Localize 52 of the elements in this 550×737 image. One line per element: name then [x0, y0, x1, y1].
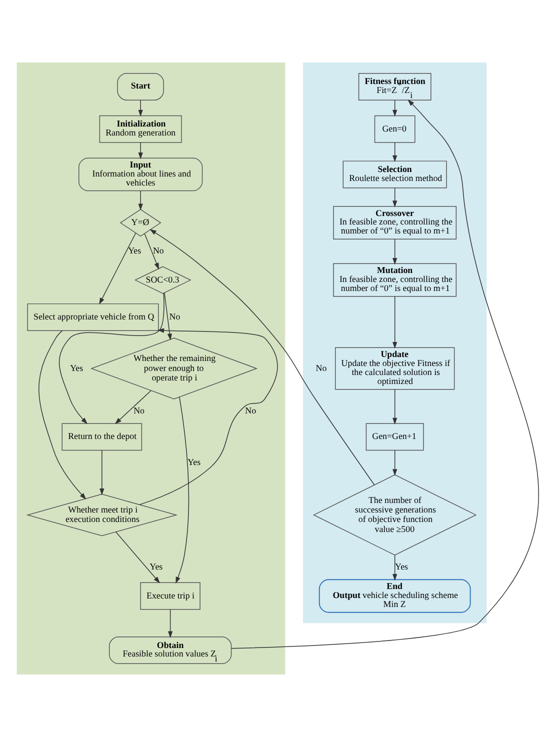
node-box: Mutation In feasible zone, controlling the number of “0” is equal to m+1 [333, 263, 457, 297]
arrow [138, 142, 143, 160]
arrow [392, 296, 398, 349]
arrow [392, 142, 398, 162]
edge-label: Yes [395, 562, 408, 572]
node-box: Initialization Random generation [99, 115, 182, 143]
arrow [138, 190, 143, 210]
node-box: Gen=Gen+1 [366, 423, 424, 451]
arrow [138, 100, 143, 117]
arrow [392, 388, 398, 425]
node-box: Update Update the objective Fitness if the calculated solution is optimized [334, 347, 455, 390]
arrow [168, 609, 173, 638]
arrow [116, 532, 160, 584]
node-box: Execute trip i [140, 582, 200, 610]
edge-label: No [245, 406, 256, 416]
arrow [392, 188, 398, 208]
node-box: Input Information about lines and vehicles [78, 158, 203, 192]
edge-label: No [169, 312, 180, 322]
edge-label: Yes [188, 456, 201, 467]
edge-label: No [316, 362, 327, 373]
arrow [144, 233, 159, 270]
edge-label: No [152, 246, 164, 256]
arrow [150, 229, 375, 486]
arrow [392, 100, 398, 117]
edge-label: Yes [150, 562, 163, 572]
node-box: End Output vehicle scheduling scheme Min Z [318, 579, 471, 613]
arrow [164, 292, 172, 340]
arrow [99, 232, 136, 305]
node-box: Gen=0 [374, 115, 416, 143]
edge-label: No [134, 406, 145, 416]
node-diamond: Whether the remaining power enough to operate trip i [90, 338, 258, 400]
node-box: Return to the depot [62, 423, 142, 451]
node-diamond: The number of successive generations of objective function value ≥500 [312, 474, 477, 556]
arrow [114, 390, 152, 424]
cluster [303, 62, 487, 624]
node-box: Crossover In feasible zone, controlling the number of “0” is equal to m+1 [333, 206, 457, 240]
edge-label: Yes [70, 362, 84, 373]
node-diamond: SOC<0.3 [134, 266, 192, 294]
arrow [231, 100, 539, 649]
node-box: Start [117, 72, 164, 100]
arrow [392, 238, 398, 265]
node-box: Selection Roulette selection method [342, 160, 447, 188]
cluster [16, 62, 286, 674]
arrow [38, 330, 86, 500]
arrow [58, 292, 164, 424]
arrow [139, 328, 278, 506]
edge-label: Yes [128, 246, 142, 256]
arrow [392, 450, 398, 476]
arrow [392, 554, 398, 581]
arrow [100, 450, 104, 496]
node-box: Select appropriate vehicle from Q [27, 303, 159, 331]
arrow [176, 396, 190, 584]
